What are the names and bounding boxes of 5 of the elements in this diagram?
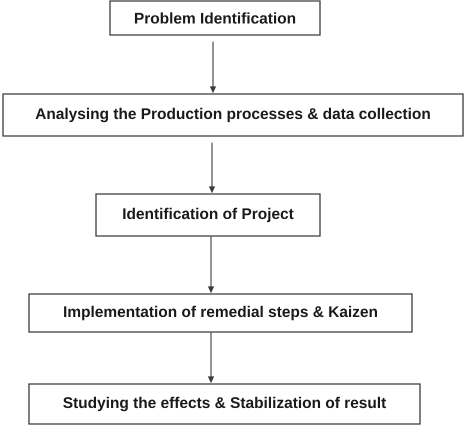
process-box: Implementation of remedial steps & Kaizen <box>28 293 413 333</box>
process-box: Analysing the Production processes & data collection <box>2 93 464 137</box>
process-box: Studying the effects & Stabilization of result <box>28 383 421 425</box>
process-box: Identification of Project <box>95 193 321 237</box>
process-box: Problem Identification <box>109 0 321 36</box>
